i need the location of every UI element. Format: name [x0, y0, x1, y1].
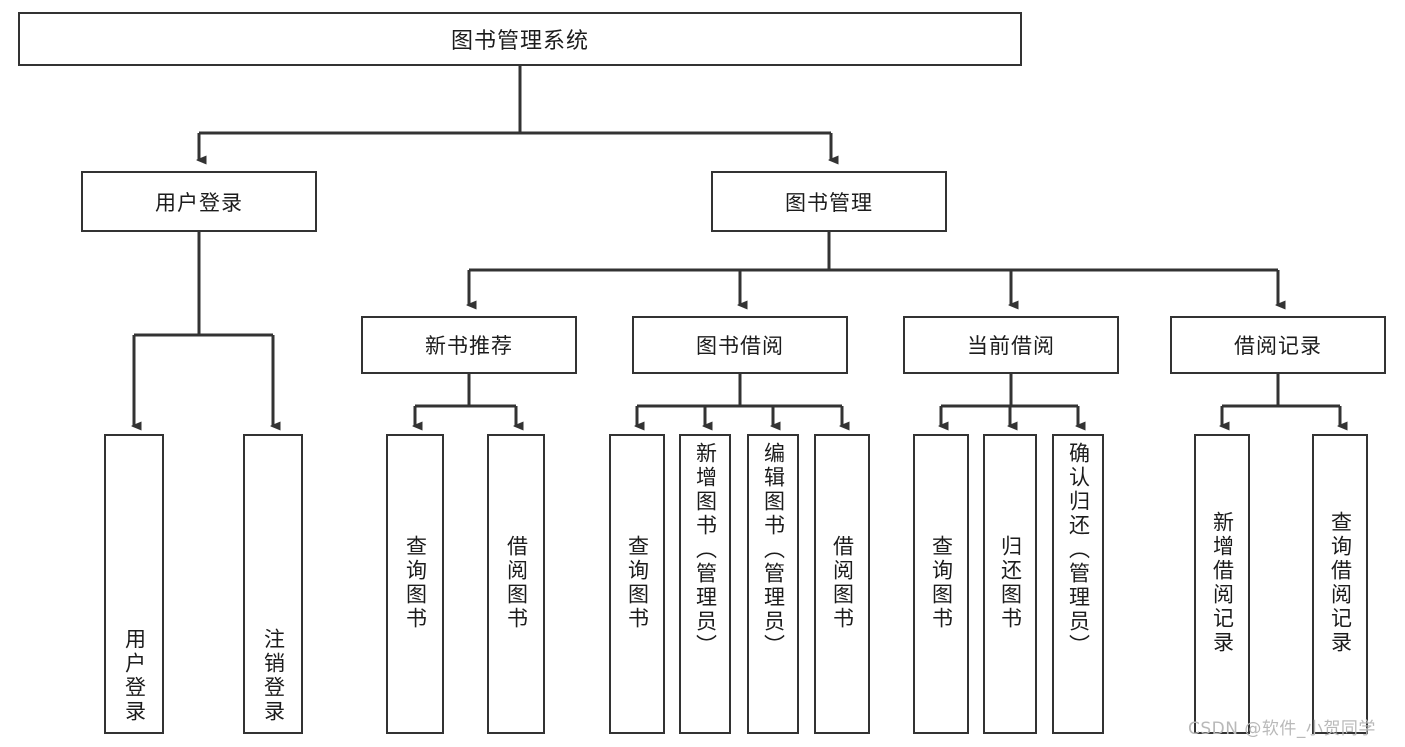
leaf-query-book-borrow[interactable]: 查询图书: [609, 434, 665, 734]
node-label: 确认归还（管理员）: [1066, 442, 1091, 658]
node-current-borrow[interactable]: 当前借阅: [903, 316, 1119, 374]
node-label: 图书管理系统: [450, 29, 589, 54]
node-label: 编辑图书（管理员）: [761, 442, 786, 658]
node-label: 注销登录: [261, 628, 286, 724]
leaf-query-borrow-record[interactable]: 查询借阅记录: [1312, 434, 1368, 734]
node-book-management[interactable]: 图书管理: [711, 171, 947, 232]
leaf-add-book-admin[interactable]: 新增图书（管理员）: [679, 434, 731, 734]
leaf-confirm-return-admin[interactable]: 确认归还（管理员）: [1052, 434, 1104, 734]
node-label: 用户登录: [155, 190, 243, 215]
node-label: 查询图书: [403, 535, 428, 631]
node-label: 新增图书（管理员）: [693, 442, 718, 658]
leaf-user-login[interactable]: 用户登录: [104, 434, 164, 734]
node-borrow-record[interactable]: 借阅记录: [1170, 316, 1386, 374]
node-label: 借阅图书: [830, 535, 855, 631]
node-label: 借阅记录: [1234, 334, 1322, 358]
leaf-edit-book-admin[interactable]: 编辑图书（管理员）: [747, 434, 799, 734]
node-user-login[interactable]: 用户登录: [81, 171, 317, 232]
leaf-return-book[interactable]: 归还图书: [983, 434, 1037, 734]
node-new-book-recommend[interactable]: 新书推荐: [361, 316, 577, 374]
node-label: 图书管理: [785, 190, 873, 215]
leaf-logout[interactable]: 注销登录: [243, 434, 303, 734]
node-book-management-system[interactable]: 图书管理系统: [18, 12, 1022, 66]
node-label: 用户登录: [122, 628, 147, 724]
node-label: 归还图书: [998, 535, 1023, 631]
leaf-borrow-book-recommend[interactable]: 借阅图书: [487, 434, 545, 734]
node-label: 新书推荐: [425, 334, 513, 358]
node-label: 查询借阅记录: [1328, 511, 1353, 655]
node-label: 新增借阅记录: [1210, 511, 1235, 655]
leaf-borrow-book[interactable]: 借阅图书: [814, 434, 870, 734]
node-label: 图书借阅: [696, 334, 784, 358]
leaf-add-borrow-record[interactable]: 新增借阅记录: [1194, 434, 1250, 734]
node-label: 当前借阅: [967, 334, 1055, 358]
node-label: 查询图书: [625, 535, 650, 631]
node-label: 借阅图书: [504, 535, 529, 631]
leaf-query-book-recommend[interactable]: 查询图书: [386, 434, 444, 734]
watermark: CSDN @软件_小贺同学: [1188, 719, 1376, 739]
leaf-query-book-current[interactable]: 查询图书: [913, 434, 969, 734]
node-book-borrow[interactable]: 图书借阅: [632, 316, 848, 374]
node-label: 查询图书: [929, 535, 954, 631]
